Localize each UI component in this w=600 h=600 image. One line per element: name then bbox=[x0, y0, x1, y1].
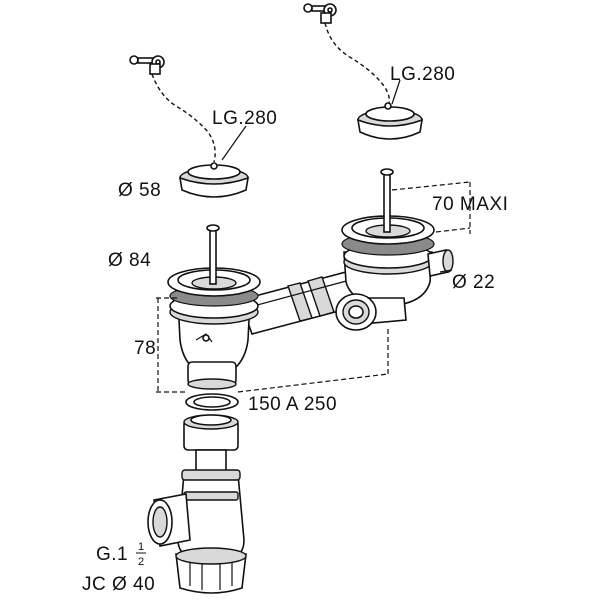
left-chain bbox=[151, 73, 216, 163]
right-basket-strainer bbox=[335, 168, 454, 331]
height-label: 78 bbox=[134, 338, 156, 359]
left-basket-strainer bbox=[167, 224, 261, 390]
right-chain-length-label: LG.280 bbox=[390, 64, 455, 85]
right-chain-assembly bbox=[303, 3, 424, 140]
connection-label: JC Ø 40 bbox=[82, 574, 155, 595]
thread-fraction-denominator: 2 bbox=[138, 556, 144, 568]
right-chain-bracket-icon bbox=[303, 3, 337, 24]
right-chain bbox=[324, 22, 391, 107]
left-chain-length-label: LG.280 bbox=[212, 108, 277, 129]
basket-diameter-label: Ø 84 bbox=[108, 250, 151, 271]
plug-diameter-label: Ø 58 bbox=[118, 180, 161, 201]
depth-max-label: 70 MAXI bbox=[432, 194, 508, 215]
outlet-diameter-label: Ø 22 bbox=[452, 272, 495, 293]
dimension-lines bbox=[156, 79, 471, 393]
left-chain-assembly bbox=[129, 55, 250, 198]
spacing-range-label: 150 A 250 bbox=[248, 394, 337, 415]
thread-label: G.1 bbox=[96, 544, 128, 565]
bottle-trap bbox=[147, 414, 247, 594]
washer bbox=[185, 393, 239, 411]
right-plug-icon bbox=[356, 102, 424, 140]
thread-fraction-numerator: 1 bbox=[138, 541, 144, 553]
connecting-pipe bbox=[238, 271, 360, 335]
left-chain-bracket-icon bbox=[129, 55, 165, 75]
left-plug-icon bbox=[178, 162, 250, 198]
